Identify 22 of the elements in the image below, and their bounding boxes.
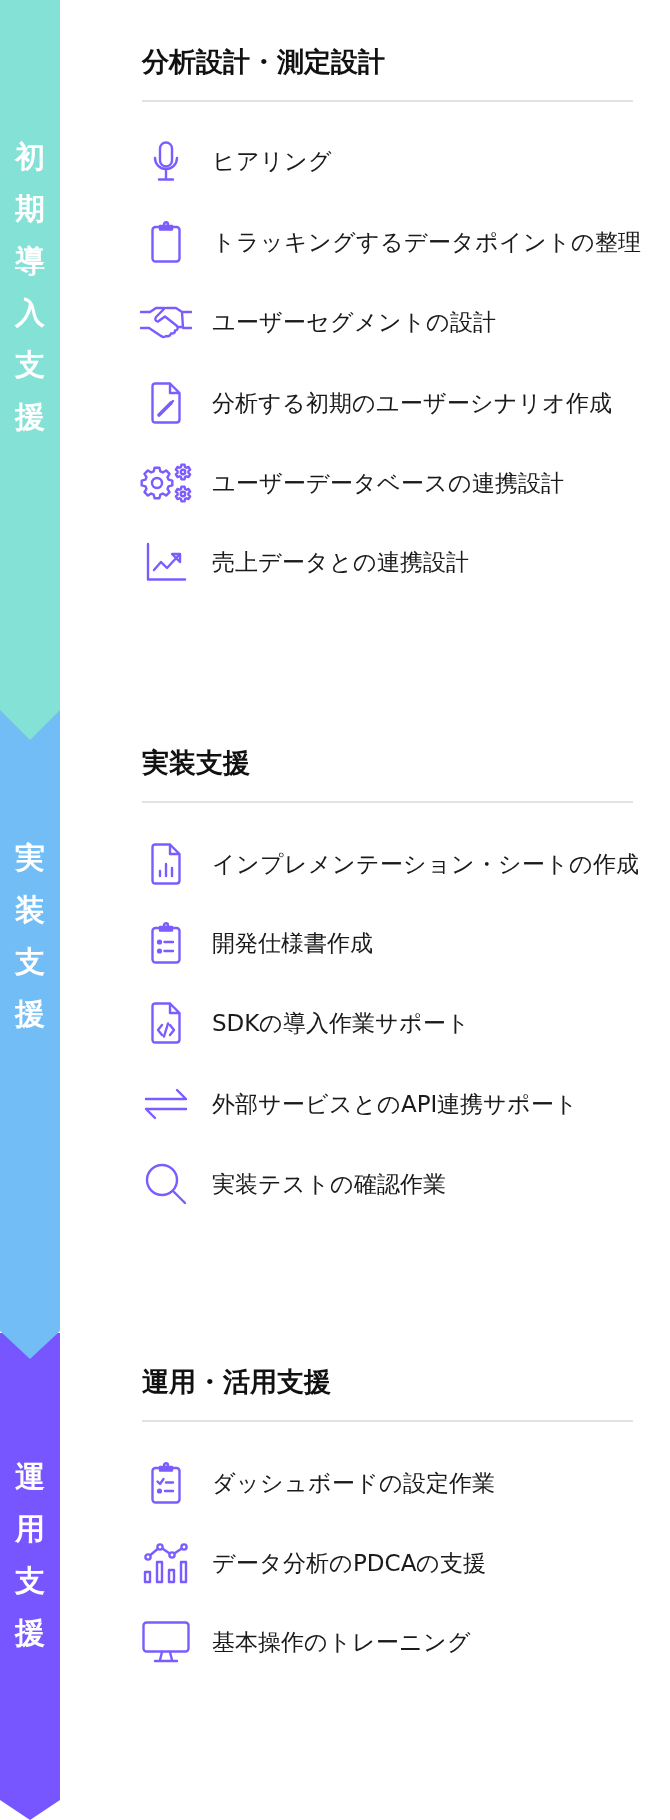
phase-label: 実装支援 xyxy=(14,839,46,1033)
service-item: 基本操作のトレーニング xyxy=(212,1628,471,1657)
service-item: ユーザーセグメントの設計 xyxy=(212,308,496,337)
chevron-band xyxy=(0,0,60,740)
phase-label: 運用支援 xyxy=(14,1458,46,1652)
chevron-band xyxy=(0,1333,60,1820)
section-heading: 分析設計・測定設計 xyxy=(142,45,385,79)
service-item: トラッキングするデータポイントの整理 xyxy=(212,228,641,257)
phase-label: 初期導入支援 xyxy=(14,138,46,436)
service-item: ユーザーデータベースの連携設計 xyxy=(212,469,564,498)
service-item: 売上データとの連携設計 xyxy=(212,548,469,577)
service-item: 開発仕様書作成 xyxy=(212,929,373,958)
service-item: SDKの導入作業サポート xyxy=(212,1009,471,1038)
section-heading: 実装支援 xyxy=(142,746,250,780)
service-item: データ分析のPDCAの支援 xyxy=(212,1549,487,1578)
service-item: ヒアリング xyxy=(212,147,332,176)
service-item: 分析する初期のユーザーシナリオ作成 xyxy=(212,389,612,418)
service-item: インプレメンテーション・シートの作成 xyxy=(212,850,639,879)
service-item: ダッシュボードの設定作業 xyxy=(212,1469,495,1498)
service-item: 実装テストの確認作業 xyxy=(212,1170,446,1199)
service-item: 外部サービスとのAPI連携サポート xyxy=(212,1090,579,1119)
section-heading: 運用・活用支援 xyxy=(142,1365,331,1399)
